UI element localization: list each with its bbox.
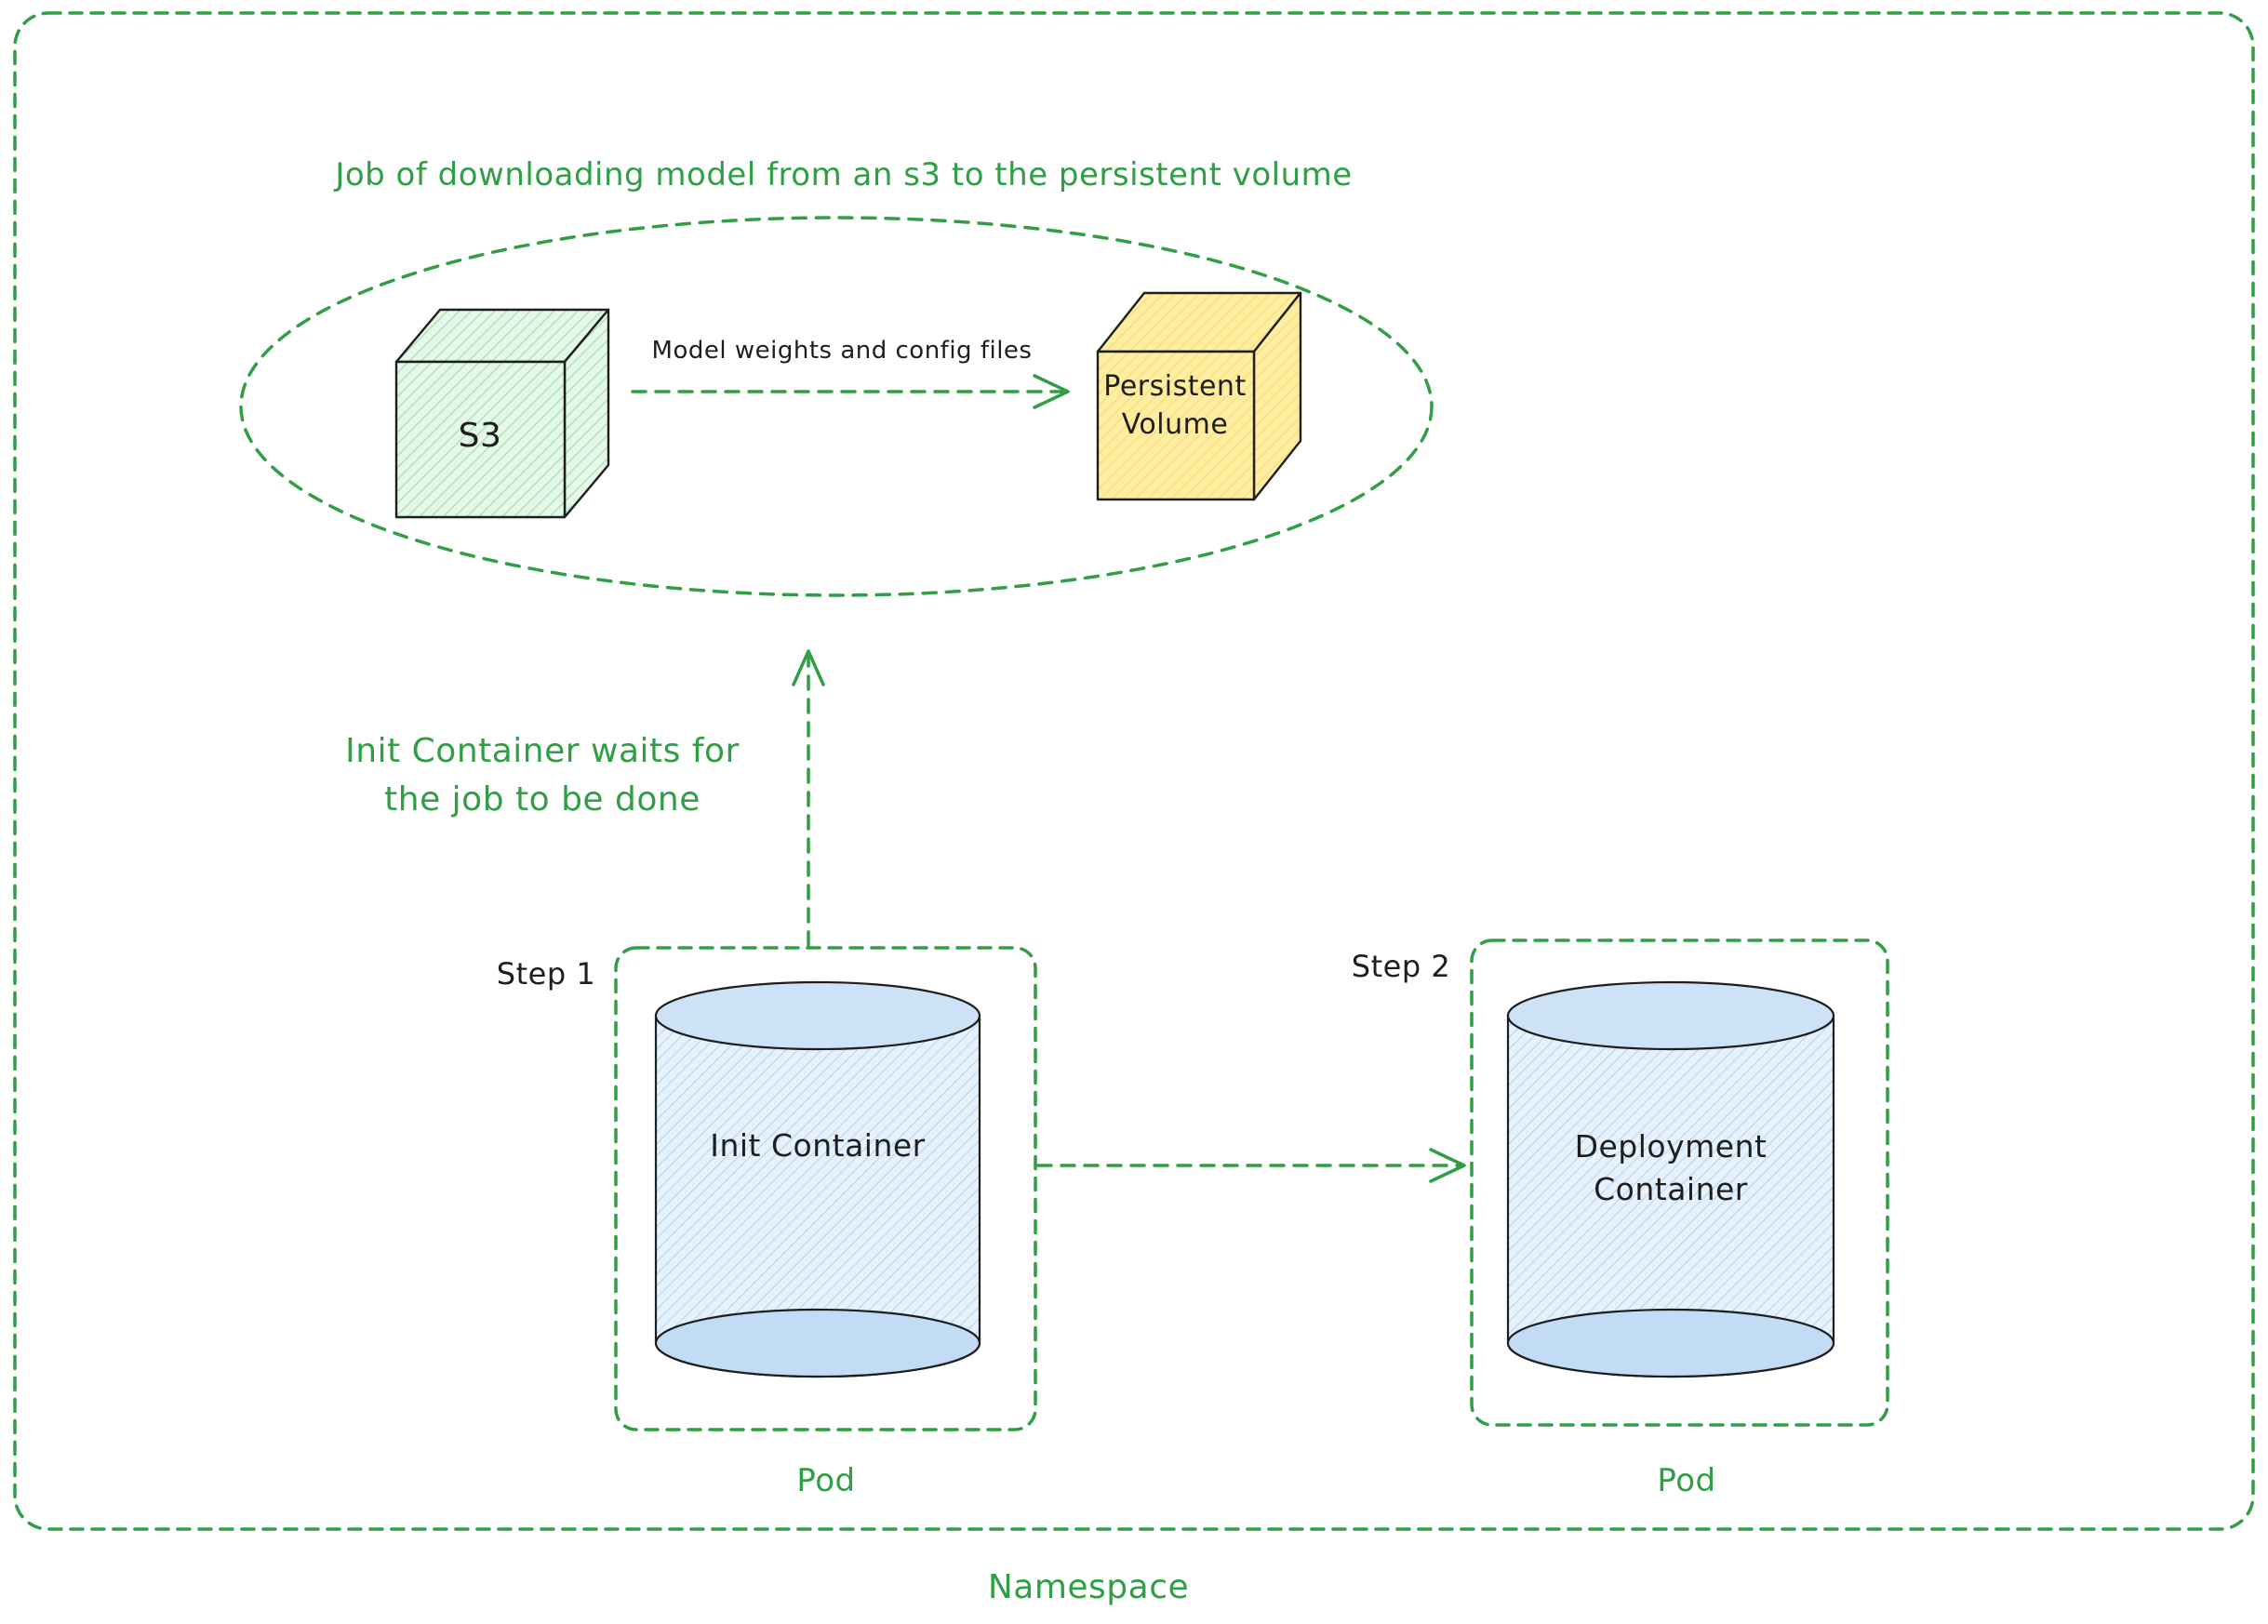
init-container-label: Init Container — [710, 1127, 926, 1164]
pod2-label: Pod — [1657, 1462, 1716, 1499]
pod2-boundary — [1470, 938, 1889, 1427]
deployment-container-label: Deployment Container — [1575, 1125, 1768, 1211]
wait-note-line1: Init Container waits for — [345, 732, 740, 770]
s3-label: S3 — [458, 417, 502, 455]
wait-note: Init Container waits for the job to be d… — [345, 727, 740, 824]
pod1-boundary — [614, 946, 1037, 1431]
init-container-cylinder — [654, 980, 981, 1378]
step1-label: Step 1 — [496, 956, 596, 992]
s3-to-pv-arrow — [631, 374, 1070, 409]
pod1-to-pod2-arrow — [1036, 1148, 1466, 1183]
job-title: Job of downloading model from an s3 to t… — [335, 156, 1353, 193]
namespace-label: Namespace — [987, 1568, 1190, 1606]
wait-note-line2: the job to be done — [384, 780, 700, 819]
deployment-container-label-line1: Deployment — [1574, 1128, 1768, 1165]
deployment-container-label-line2: Container — [1594, 1171, 1748, 1208]
namespace-boundary — [13, 11, 2255, 1531]
persistent-volume-label: Persistent Volume — [1103, 368, 1246, 444]
persistent-volume-cube — [1096, 291, 1302, 501]
transfer-arrow-label: Model weights and config files — [651, 337, 1033, 365]
persistent-volume-label-line2: Volume — [1121, 407, 1229, 441]
s3-cube — [394, 308, 610, 519]
step2-label: Step 2 — [1351, 949, 1451, 984]
persistent-volume-label-line1: Persistent — [1103, 370, 1247, 403]
deployment-container-cylinder — [1506, 980, 1835, 1378]
wait-arrow — [792, 649, 825, 947]
pod1-label: Pod — [796, 1462, 856, 1499]
job-group-ellipse — [239, 216, 1434, 597]
